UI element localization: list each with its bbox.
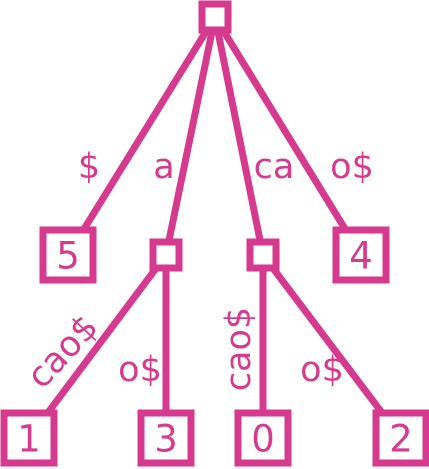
leaf-node-leaf-5: 5 bbox=[39, 226, 97, 284]
edge-label-root-to-node-ca: ca bbox=[254, 147, 295, 187]
edge-label-node-ca-to-leaf-0: cao$ bbox=[219, 307, 259, 391]
node-box bbox=[372, 409, 429, 467]
node-label: 5 bbox=[56, 235, 80, 278]
edge-label-root-to-leaf-4: o$ bbox=[330, 147, 374, 187]
edge-node-ca-to-leaf-2 bbox=[260, 252, 404, 441]
edge-root-to-leaf-4 bbox=[212, 15, 364, 257]
leaf-node-leaf-4: 4 bbox=[332, 226, 390, 284]
leaf-node-leaf-3: 3 bbox=[137, 409, 195, 467]
node-box bbox=[137, 409, 195, 467]
node-box bbox=[246, 238, 280, 272]
edge-label-node-ca-to-leaf-2: o$ bbox=[300, 350, 344, 390]
node-label: 0 bbox=[251, 418, 275, 461]
node-box bbox=[234, 409, 292, 467]
internal-node-node-ca bbox=[246, 238, 280, 272]
node-label: 2 bbox=[389, 418, 413, 461]
node-box bbox=[149, 238, 183, 272]
edge-root-to-node-a bbox=[162, 16, 219, 256]
edge-label-node-a-to-leaf-3: o$ bbox=[118, 350, 162, 390]
node-box bbox=[332, 226, 390, 284]
edge-node-a-to-leaf-1 bbox=[26, 252, 169, 441]
internal-node-node-a bbox=[149, 238, 183, 272]
node-box bbox=[0, 409, 58, 467]
edge-label-root-to-leaf-5: $ bbox=[78, 147, 100, 187]
edge-root-to-node-ca bbox=[211, 16, 267, 256]
leaf-node-leaf-1: 1 bbox=[0, 409, 58, 467]
edge-root-to-leaf-5 bbox=[65, 15, 218, 257]
edges-layer bbox=[26, 15, 404, 441]
node-box bbox=[198, 0, 232, 34]
leaf-node-leaf-2: 2 bbox=[372, 409, 429, 467]
node-label: 4 bbox=[349, 235, 373, 278]
node-label: 1 bbox=[17, 418, 41, 461]
node-box bbox=[39, 226, 97, 284]
node-label: 3 bbox=[154, 418, 178, 461]
leaf-node-leaf-0: 0 bbox=[234, 409, 292, 467]
internal-node-root bbox=[198, 0, 232, 34]
edge-label-root-to-node-a: a bbox=[153, 147, 174, 187]
